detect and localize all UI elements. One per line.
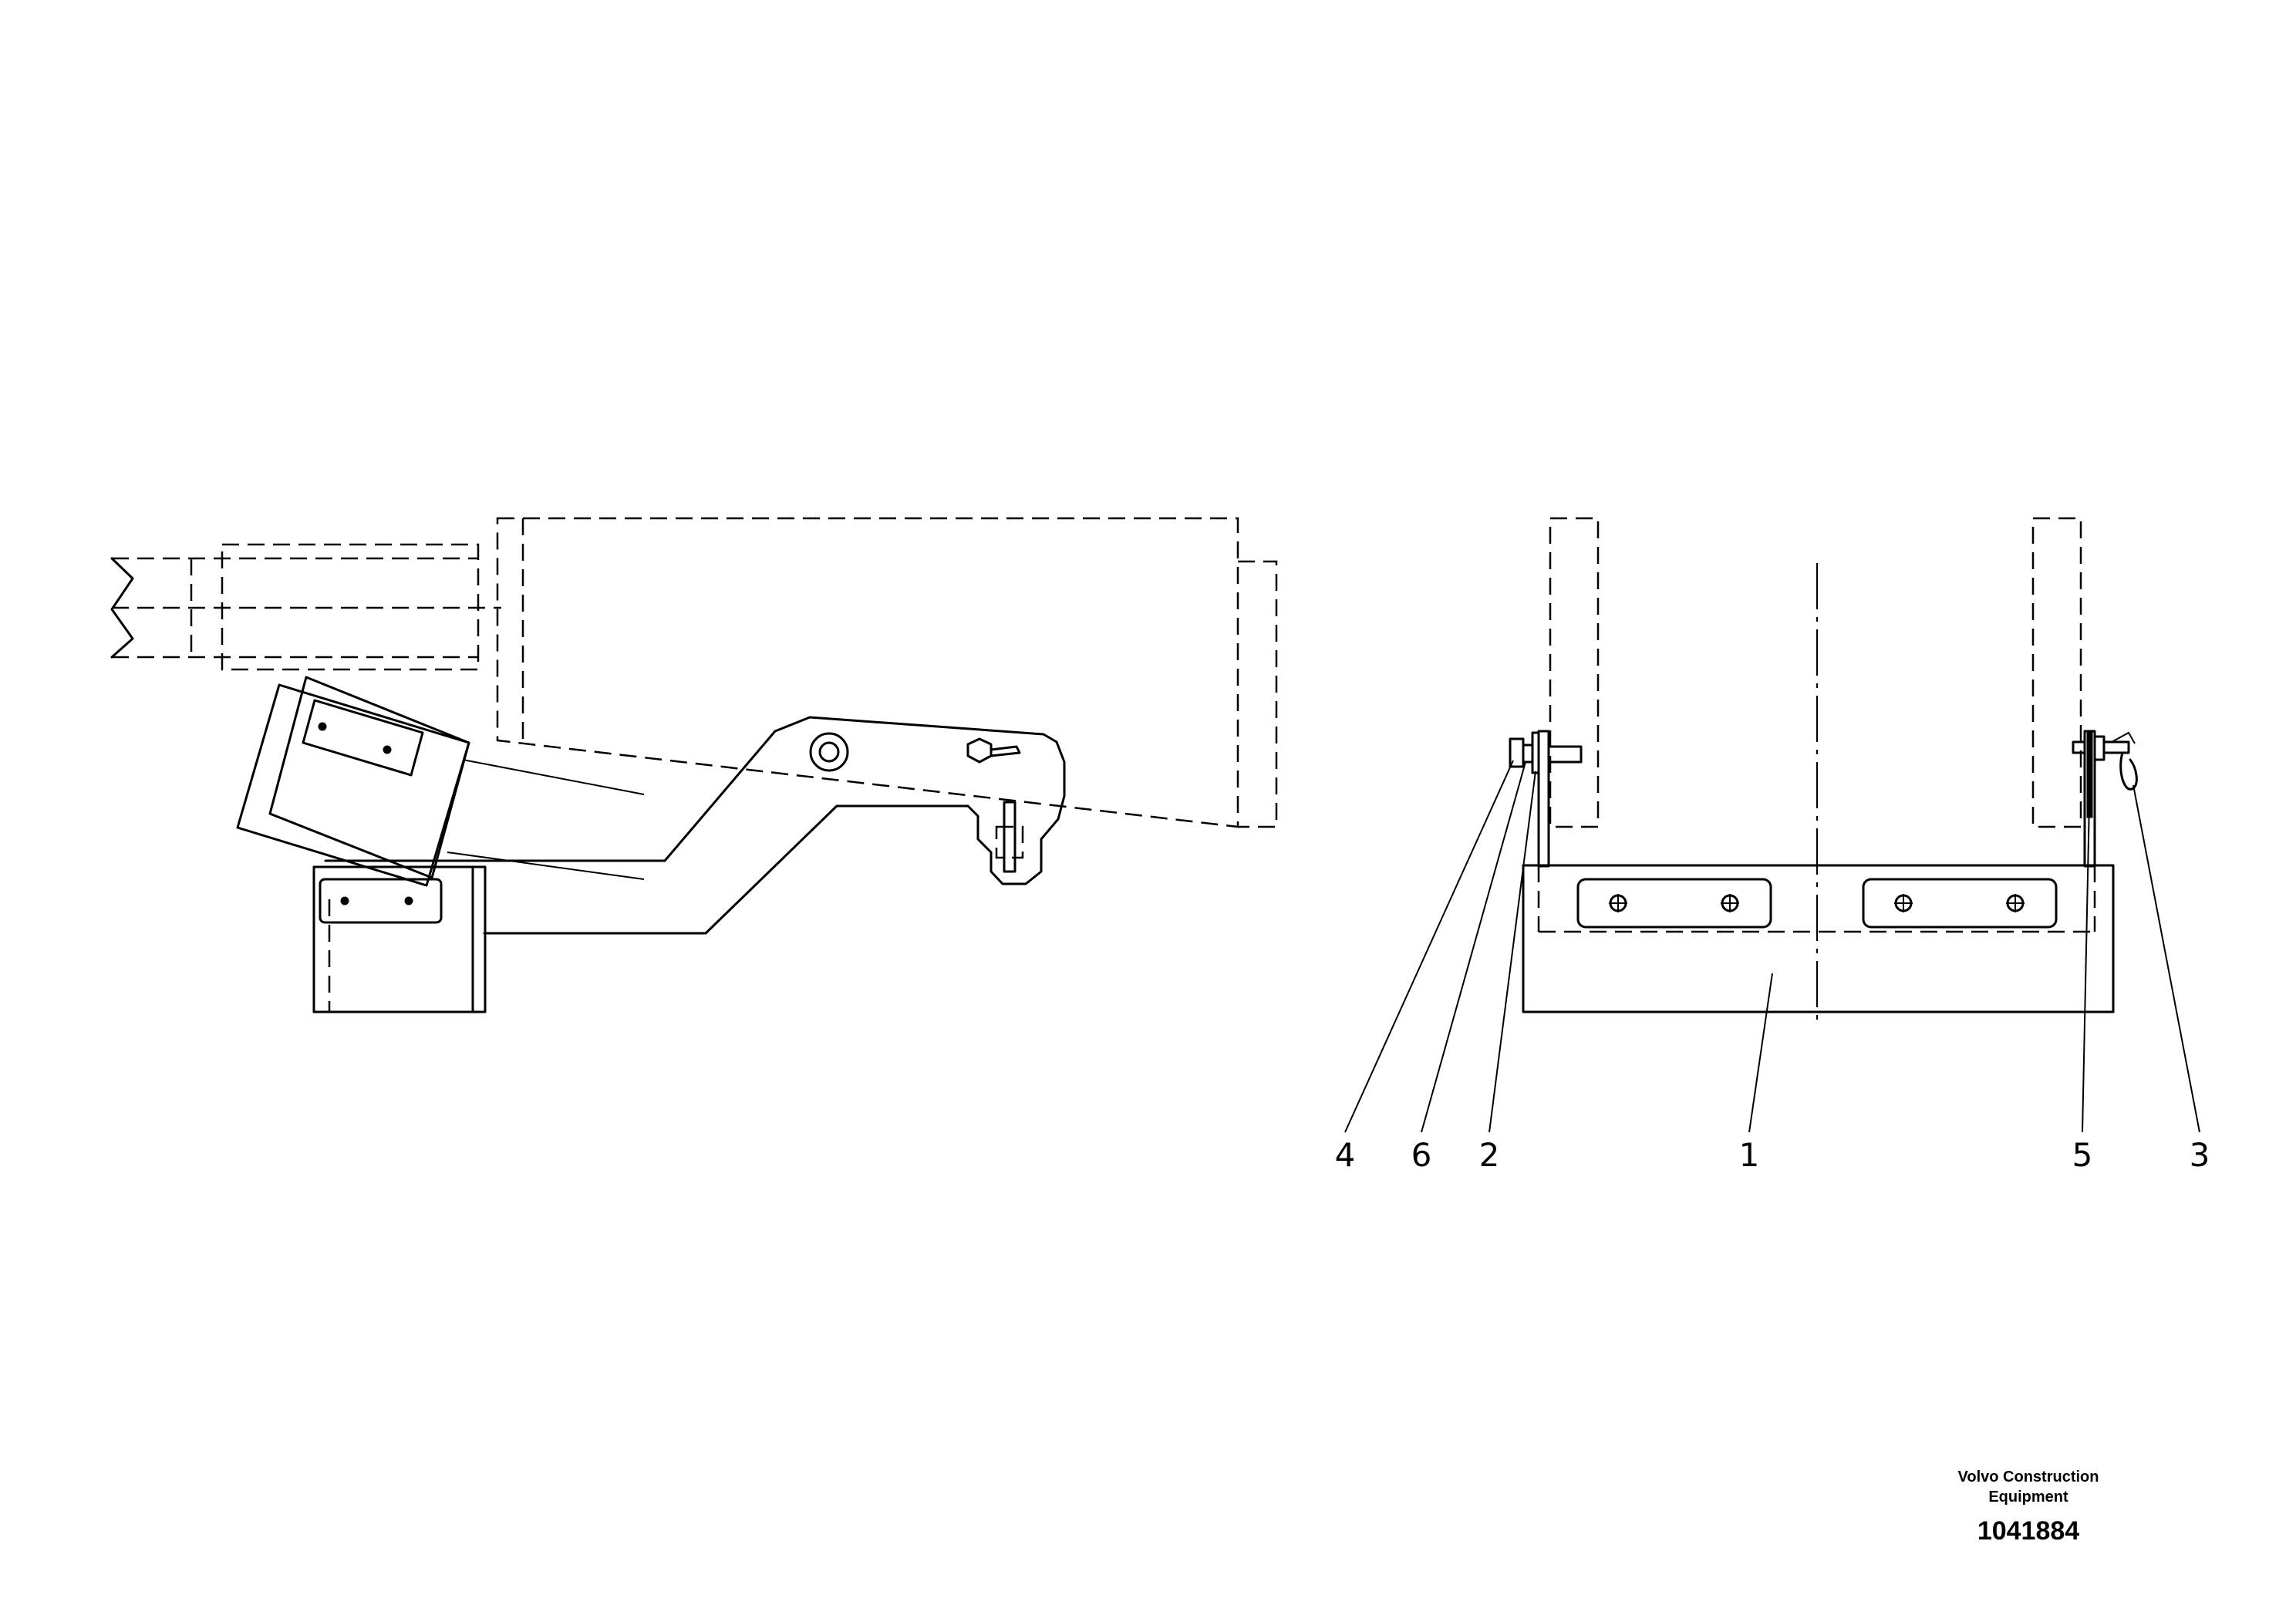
nut <box>966 737 993 764</box>
bolt-head <box>2006 894 2025 912</box>
callout-6: 6 <box>1411 1136 1432 1174</box>
leader-lines <box>1344 760 2200 1133</box>
bolt-head <box>1609 894 1627 912</box>
callout-1: 1 <box>1739 1136 1760 1174</box>
main-arm <box>324 716 1066 935</box>
title-block: Volvo Construction Equipment 1041884 <box>1905 1467 2152 1546</box>
callout-2: 2 <box>1479 1136 1500 1174</box>
pin-assembly-right <box>2072 731 2138 791</box>
callout-3: 3 <box>2190 1136 2210 1174</box>
company-name-line2: Equipment <box>1988 1489 2068 1506</box>
screw-hole <box>318 722 327 731</box>
break-symbol <box>110 557 134 659</box>
callout-5: 5 <box>2072 1136 2093 1174</box>
company-name-line1: Volvo Construction <box>1957 1469 2099 1485</box>
phantom-body <box>496 517 1278 828</box>
screw-hole <box>383 745 392 754</box>
phantom-shaft <box>112 543 501 671</box>
callout-4: 4 <box>1335 1136 1356 1174</box>
side-plate-left <box>1537 730 1550 868</box>
phantom-post-left <box>1549 517 1600 828</box>
tilted-pad <box>236 676 470 887</box>
lower-pad <box>312 865 487 1013</box>
screw-hole <box>404 896 413 905</box>
bolt-assembly-left <box>1509 731 1583 774</box>
bolt-head <box>1721 894 1739 912</box>
side-view <box>110 517 1278 1013</box>
screw-hole <box>340 896 349 905</box>
pivot-bolt <box>809 732 849 772</box>
phantom-post-right <box>2031 517 2082 828</box>
adjust-screw <box>1003 801 1017 873</box>
bolt-head <box>1894 894 1913 912</box>
callout-labels: 4 6 2 1 5 3 <box>1335 1136 2210 1174</box>
main-bar <box>1522 864 2115 1013</box>
front-view: 4 6 2 1 5 3 <box>1335 517 2210 1174</box>
drawing-number: 1041884 <box>1977 1516 2080 1546</box>
